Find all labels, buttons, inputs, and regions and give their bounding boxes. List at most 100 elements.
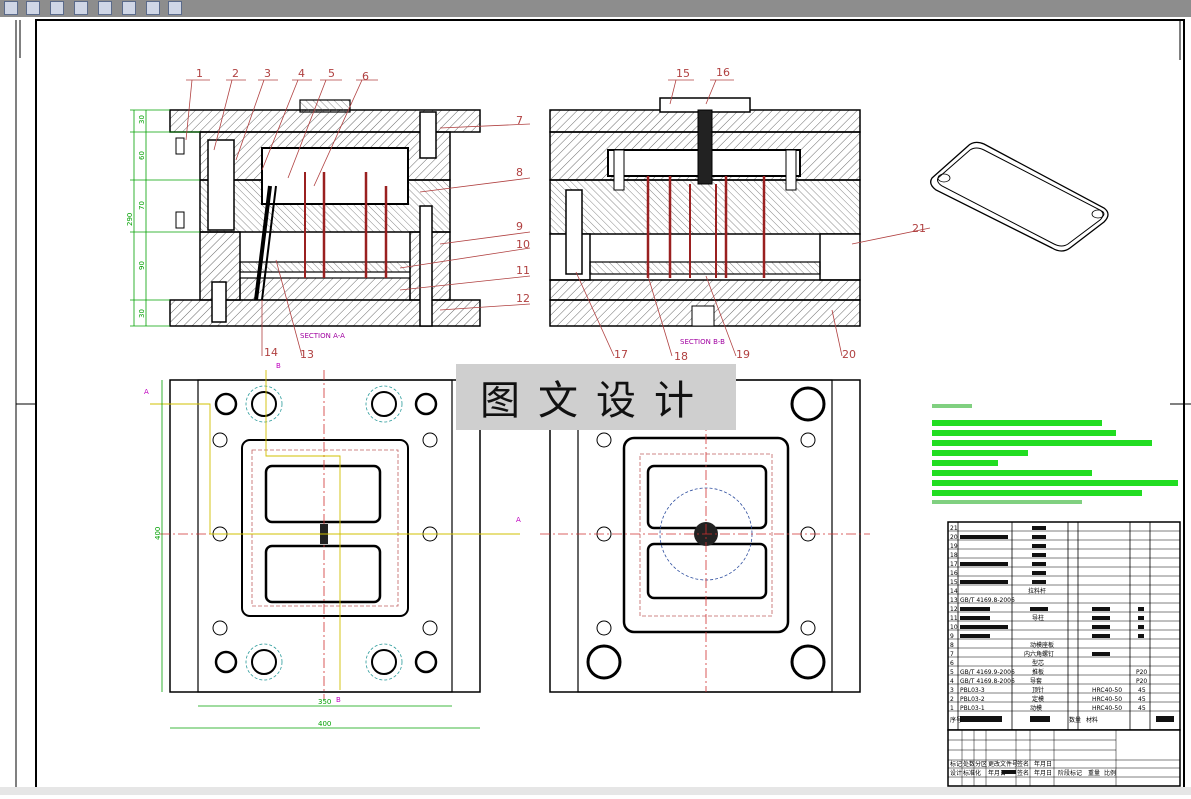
footer2-label-2: 标准化 [963,769,981,777]
header-serial: 序号 [950,716,962,724]
part-name-i: 动模座板 [1030,641,1054,649]
dim-plan-height: 400 [154,527,162,540]
title-block: 21 20 19 18 17 16 15 14 13 12 11 10 9 8 … [947,521,1181,787]
mat-45-b: 45 [1138,696,1146,703]
ruler-icon[interactable] [146,1,160,15]
footer3-label-1: 阶段标记 [1058,769,1082,777]
row-num-20: 20 [950,534,958,541]
draw-icon[interactable] [4,1,18,15]
callout-10: 10 [516,238,530,251]
std-1: GB/T 4169.8-2006 [960,597,1015,604]
callout-18: 18 [674,350,688,363]
callout-20: 20 [842,348,856,361]
callout-12: 12 [516,292,530,305]
footer3-label-2: 重量 [1088,769,1100,777]
tech-requirements [932,404,1178,504]
material-3: HRC40-50 [1092,705,1122,712]
row-num-8: 8 [950,642,954,649]
callout-3: 3 [264,67,271,80]
callout-15: 15 [676,67,690,80]
watermark: 图文设计 [456,364,736,430]
callout-9: 9 [516,220,523,233]
part-name-a: 拉料杆 [1028,587,1046,595]
part-name-j: 内六角螺钉 [1024,650,1054,658]
part-name-d: 顶针 [1032,686,1044,694]
row-num-7: 7 [950,651,954,658]
section-b-view: SECTION B-B [549,97,861,346]
panel-icon[interactable] [74,1,88,15]
material-1: HRC40-50 [1092,687,1122,694]
row-num-12: 12 [950,606,958,613]
row-num-10: 10 [950,624,958,631]
callout-19: 19 [736,348,750,361]
column-icon[interactable] [168,1,182,15]
target-icon[interactable] [122,1,136,15]
callout-13: 13 [300,348,314,361]
callout-16: 16 [716,66,730,79]
part-name-g: 定模 [1032,695,1044,703]
footer2-label-4: 签名 [1017,769,1029,777]
row-num-18: 18 [950,552,958,559]
part-isometric [930,141,1109,252]
cut-b-top: B [276,362,281,370]
callout-14: 14 [264,346,278,359]
callout-8: 8 [516,166,523,179]
callout-1: 1 [196,67,203,80]
footer2-label-1: 设计 [950,769,962,777]
row-num-17: 17 [950,561,958,568]
row-num-9: 9 [950,633,954,640]
layers-icon[interactable] [50,1,64,15]
dim-4: 90 [138,261,146,270]
section-a-label: SECTION A-A [300,332,345,340]
header-qty: 数量 [1069,716,1081,724]
window-icon[interactable] [26,1,40,15]
material-2: HRC40-50 [1092,696,1122,703]
std-6: PBL03-2 [960,696,985,703]
header-material: 材料 [1086,716,1098,724]
footer-label-4: 更改文件号 [988,760,1018,768]
footer3-label-3: 比例 [1104,769,1116,777]
part-name-c: 推板 [1032,668,1044,676]
row-num-6: 6 [950,660,954,667]
dim-1: 30 [138,115,146,124]
part-name-e: 导套 [1030,677,1042,685]
row-num-2: 2 [950,696,954,703]
std-3: GB/T 4169.8-2006 [960,678,1015,685]
callout-11: 11 [516,264,530,277]
drawing-sheet: 30 60 70 90 30 290 SECTION A-A SECTION B… [0,17,1191,795]
footer-label-6: 年月日 [1034,760,1052,768]
callout-6: 6 [362,70,369,83]
callout-2: 2 [232,67,239,80]
row-num-14: 14 [950,588,958,595]
row-num-11: 11 [950,615,958,622]
plan-view-right [540,379,870,693]
row-num-4: 4 [950,678,954,685]
row-num-3: 3 [950,687,954,694]
row-num-13: 13 [950,597,958,604]
row-num-19: 19 [950,543,958,550]
std-2: GB/T 4169.9-2006 [960,669,1015,676]
dim-5: 30 [138,309,146,318]
cut-a-left: A [144,388,149,396]
std-7: PBL03-1 [960,705,985,712]
std-5: PBL03-3 [960,687,985,694]
callouts [185,79,931,357]
footer2-label-5: 年月日 [1034,769,1052,777]
part-name-b: 导柱 [1032,614,1044,622]
row-num-1: 1 [950,705,954,712]
mat-45-a: 45 [1138,687,1146,694]
callout-21: 21 [912,222,926,235]
cursor-icon[interactable] [98,1,112,15]
footer-label-3: 分区 [975,760,987,768]
callout-4: 4 [298,67,305,80]
callout-5: 5 [328,67,335,80]
cut-b-bottom: B [336,696,341,704]
row-num-21: 21 [950,525,958,532]
dim-total-width: 400 [318,720,331,728]
part-name-h: 动模 [1030,704,1042,712]
footer2-label-3: 年月日 [988,769,1006,777]
section-b-label: SECTION B-B [680,338,725,346]
footer-label-5: 签名 [1017,760,1029,768]
row-num-16: 16 [950,570,958,577]
callout-numbers: 1 2 3 4 5 6 7 8 9 10 11 12 13 14 15 16 1… [196,66,926,363]
